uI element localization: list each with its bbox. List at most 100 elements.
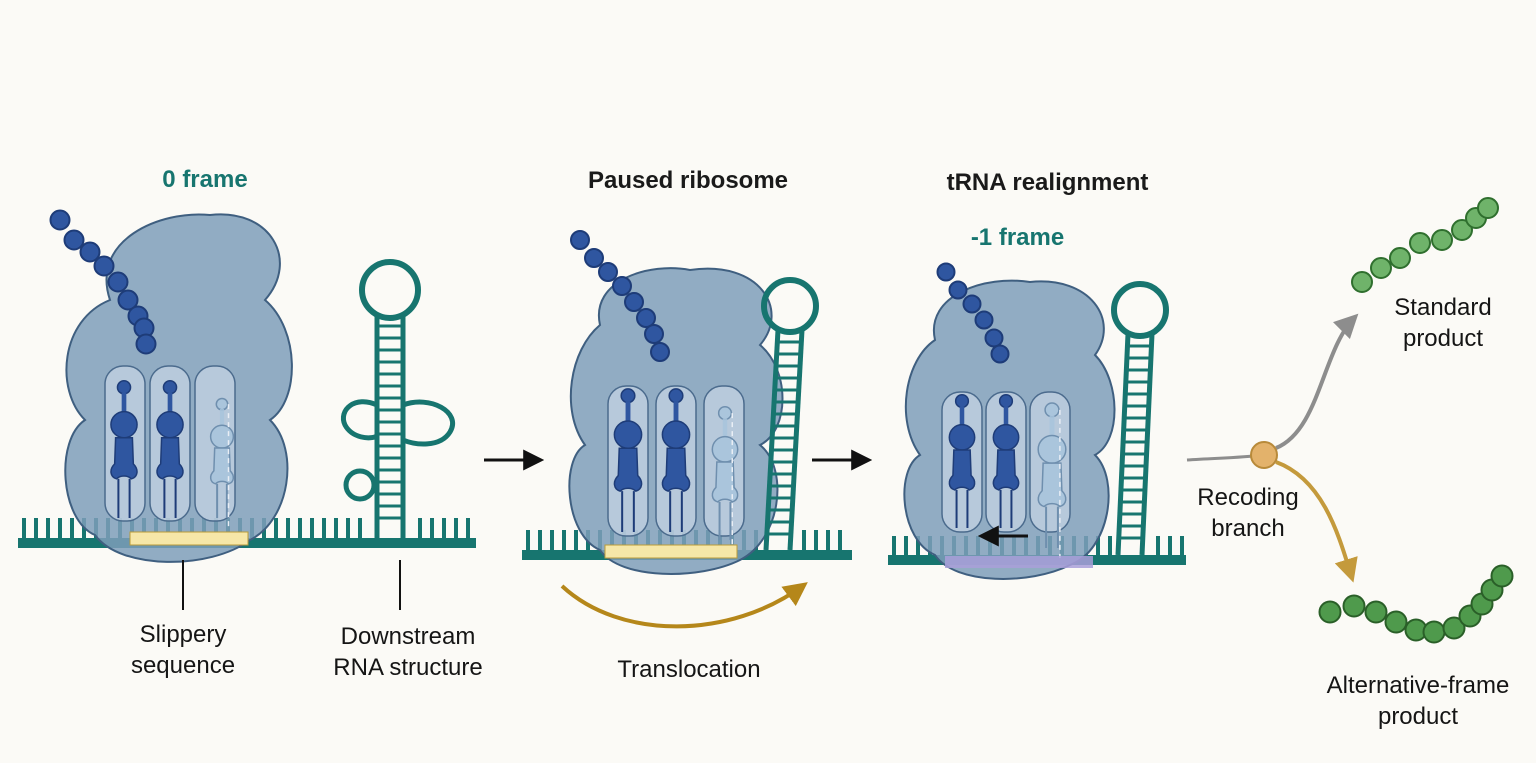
mrna-base	[550, 530, 554, 552]
minus-one-frame-label: -1 frame	[970, 224, 1065, 251]
trna-anticodon-arm	[209, 447, 235, 485]
amino-acid-bead	[644, 324, 664, 344]
mrna-base	[904, 536, 908, 557]
amino-acid-bead	[570, 230, 590, 250]
mrna-base	[418, 518, 422, 540]
product-bead	[1451, 219, 1473, 241]
mrna-base	[334, 518, 338, 540]
mrna-base	[322, 518, 326, 540]
alternative-product-label: Alternative-frame product	[1318, 670, 1518, 732]
panel-zero-frame	[18, 209, 476, 610]
mrna-base	[538, 530, 542, 552]
shifted-site	[945, 556, 1093, 568]
amino-acid-bead	[650, 342, 670, 362]
product-bead	[1384, 610, 1408, 634]
standard-product-line-2: product	[1402, 325, 1484, 352]
stem-loop-1	[340, 259, 455, 538]
trna-body	[613, 420, 643, 450]
downstream-structure-line-1: Downstream	[340, 623, 476, 650]
trna-acceptor	[215, 397, 229, 411]
product-bead	[1490, 564, 1514, 588]
mrna-base	[1096, 536, 1100, 557]
trna-body	[156, 410, 184, 439]
trna-anticodon-arm	[992, 449, 1020, 491]
mrna-base	[298, 518, 302, 540]
trna-realignment-title: tRNA realignment	[946, 169, 1149, 196]
trna-anticodon-arm	[661, 447, 691, 492]
recoding-branch-label: Recoding branch	[1188, 482, 1308, 544]
alternative-product-line-2: product	[1377, 703, 1459, 730]
trna-body	[209, 424, 235, 449]
nascent-peptide-3	[936, 262, 1010, 364]
trna-acceptor	[954, 393, 970, 409]
product-bead	[1318, 600, 1342, 624]
downstream-structure-line-2: RNA structure	[333, 654, 483, 681]
amino-acid-bead	[117, 289, 139, 311]
mrna-base	[838, 530, 842, 552]
slippery-sequence-label: Slippery sequence	[113, 619, 253, 681]
outcome-branch	[1186, 197, 1514, 644]
zero-frame-label: 0 frame	[162, 166, 248, 193]
product-bead	[1351, 271, 1373, 293]
mrna-base	[574, 530, 578, 552]
mrna-base	[442, 518, 446, 540]
amino-acid-bead	[584, 248, 604, 268]
recoding-branch-line-2: branch	[1211, 515, 1285, 542]
trna-acceptor	[998, 393, 1014, 409]
amino-acid-bead	[624, 292, 644, 312]
downstream-structure-label: Downstream RNA structure	[318, 621, 498, 683]
mrna-base	[826, 530, 830, 552]
panel-trna-realignment	[888, 262, 1186, 580]
mrna-base	[562, 530, 566, 552]
product-bead	[1389, 247, 1411, 269]
mrna-base	[430, 518, 434, 540]
trna-acceptor	[162, 380, 178, 395]
mrna-base	[466, 518, 470, 540]
standard-arrow	[1275, 313, 1359, 450]
product-bead	[1477, 197, 1499, 219]
amino-acid-bead	[49, 209, 71, 231]
trna-stem	[167, 392, 173, 412]
amino-acid-bead	[612, 276, 632, 296]
mrna-base	[892, 536, 896, 557]
trna-acceptor	[620, 388, 636, 404]
mrna-base	[916, 536, 920, 557]
amino-acid-bead	[974, 310, 994, 330]
mrna-base	[358, 518, 362, 540]
alternative-product-chain	[1318, 564, 1514, 644]
trna-stem	[1003, 406, 1009, 425]
amino-acid-bead	[598, 262, 618, 282]
trna-stem	[722, 418, 728, 437]
trna-anticodon-arm	[156, 436, 184, 480]
mrna-base	[1156, 536, 1160, 557]
mrna-base	[58, 518, 62, 540]
trna-acceptor	[668, 388, 684, 404]
trna-anticodon-arm	[948, 449, 976, 491]
amino-acid-bead	[962, 294, 982, 314]
amino-acid-bead	[936, 262, 956, 282]
nascent-peptide-1	[49, 209, 157, 355]
slippery-site-2	[604, 544, 738, 559]
ribosome-3	[903, 279, 1116, 580]
mrna-base	[310, 518, 314, 540]
trna-body	[110, 410, 138, 439]
stem-loop-3	[1111, 281, 1169, 556]
amino-acid-bead	[93, 255, 115, 277]
panel-paused-ribosome	[522, 230, 852, 629]
paused-ribosome-title: Paused ribosome	[587, 167, 789, 194]
trna-acceptor	[1044, 402, 1060, 418]
recoding-branch-node	[1250, 441, 1278, 469]
trna-stem	[625, 401, 631, 422]
trna-body	[711, 435, 739, 463]
translocation-label: Translocation	[617, 656, 761, 683]
nascent-peptide-2	[570, 230, 670, 362]
trna-body	[992, 423, 1020, 451]
amino-acid-bead	[636, 308, 656, 328]
slippery-sequence-line-1: Slippery	[139, 621, 227, 648]
trna-stem	[121, 392, 127, 412]
trna-stem	[959, 406, 965, 425]
trna-acceptor	[717, 405, 733, 421]
product-bead	[1364, 600, 1388, 624]
slippery-site-1	[129, 531, 249, 546]
